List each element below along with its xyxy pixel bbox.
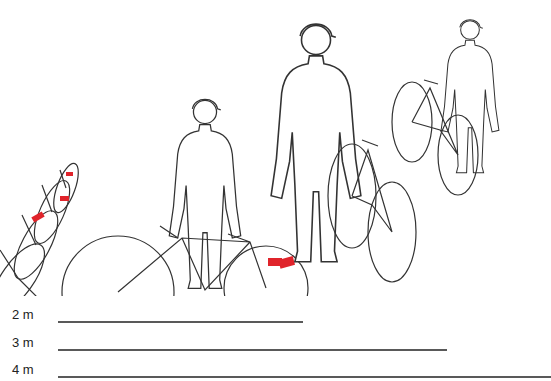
walking-cyclist <box>268 24 416 282</box>
riding-cyclist <box>392 20 499 195</box>
dimension-lines <box>58 322 551 377</box>
dimension-label: 2 m <box>12 308 34 322</box>
dimension-label: 4 m <box>12 363 34 377</box>
standing-cyclist <box>62 99 308 296</box>
dimension-label: 3 m <box>12 336 34 350</box>
bike-rack <box>0 160 83 296</box>
